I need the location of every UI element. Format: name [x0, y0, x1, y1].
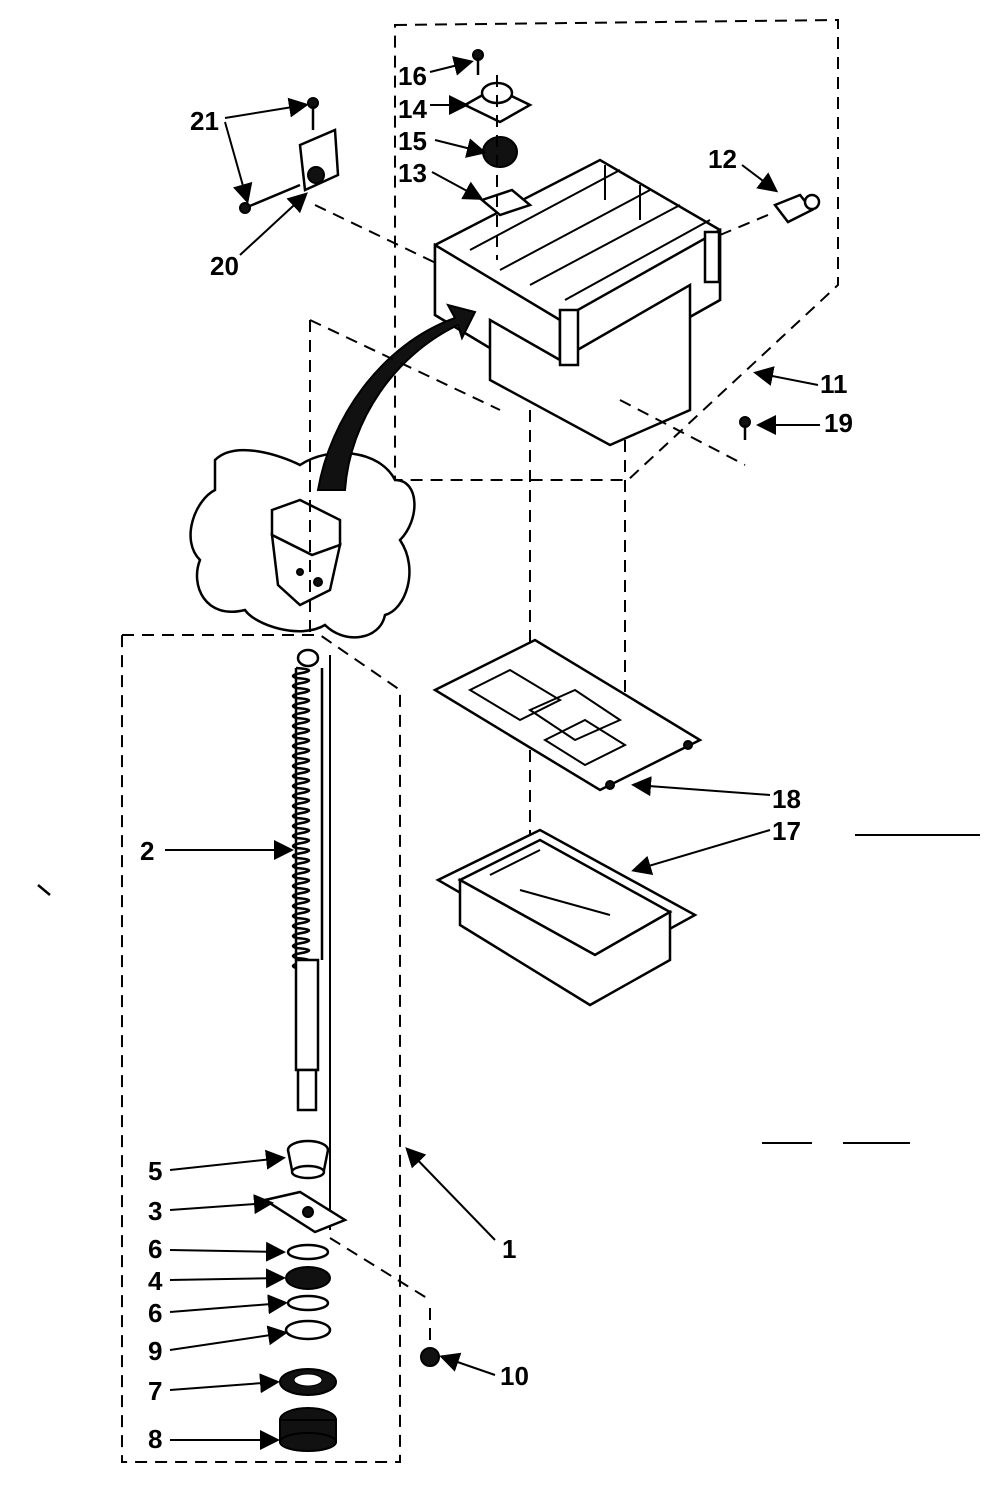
part-16-screw: [472, 49, 484, 75]
leader-20: [314, 204, 441, 266]
label-16: 16: [398, 61, 427, 91]
label-6a: 6: [148, 1234, 162, 1264]
label-6b: 6: [148, 1298, 162, 1328]
label-2: 2: [140, 836, 154, 866]
part-6-washer-a: [286, 1243, 330, 1261]
lower-assembly-dashed-box: [121, 634, 401, 1463]
label-1: 1: [502, 1234, 516, 1264]
part-6-washer-b: [286, 1294, 330, 1312]
part-4-seal: [285, 1266, 331, 1290]
part-20-clip: [239, 97, 340, 214]
control-housing: [433, 158, 722, 447]
leader-arrows: [165, 56, 820, 1450]
part-19-screw: [739, 416, 751, 440]
label-4: 4: [148, 1266, 163, 1296]
part-8-nut: [279, 1407, 337, 1452]
label-19: 19: [824, 408, 853, 438]
label-14: 14: [398, 94, 427, 124]
leader-19-dash: [619, 399, 746, 466]
part-18-gasket: [432, 638, 703, 792]
label-17: 17: [772, 816, 801, 846]
part-12-fitting: [773, 193, 821, 224]
part-17-tray: [435, 828, 698, 1007]
detail-callout-arrow: [316, 303, 477, 491]
label-12: 12: [708, 144, 737, 174]
label-9: 9: [148, 1336, 162, 1366]
upper-assembly-dashed-box: [394, 18, 839, 481]
leader-10-dash: [329, 1237, 431, 1301]
label-15: 15: [398, 126, 427, 156]
centerline-rod-diag: [309, 319, 501, 411]
detail-bracket: [270, 498, 342, 607]
part-13-plate: [479, 188, 533, 217]
part-7-gear: [279, 1368, 337, 1396]
label-20: 20: [210, 251, 239, 281]
label-13: 13: [398, 158, 427, 188]
artifact-mark: [37, 884, 51, 896]
label-10: 10: [500, 1361, 529, 1391]
label-18: 18: [772, 784, 801, 814]
label-5: 5: [148, 1156, 162, 1186]
label-11: 11: [820, 369, 848, 399]
label-21: 21: [190, 106, 219, 136]
label-3: 3: [148, 1196, 162, 1226]
label-7: 7: [148, 1376, 162, 1406]
part-9-ring: [284, 1319, 332, 1341]
part-5-cap: [286, 1139, 330, 1180]
part-10-screw: [420, 1300, 440, 1367]
leader-12: [719, 211, 776, 236]
part-3-plate: [261, 1190, 348, 1234]
part-15-grommet: [482, 136, 518, 168]
label-8: 8: [148, 1424, 162, 1454]
part-2-spring-rod: [291, 648, 324, 1112]
